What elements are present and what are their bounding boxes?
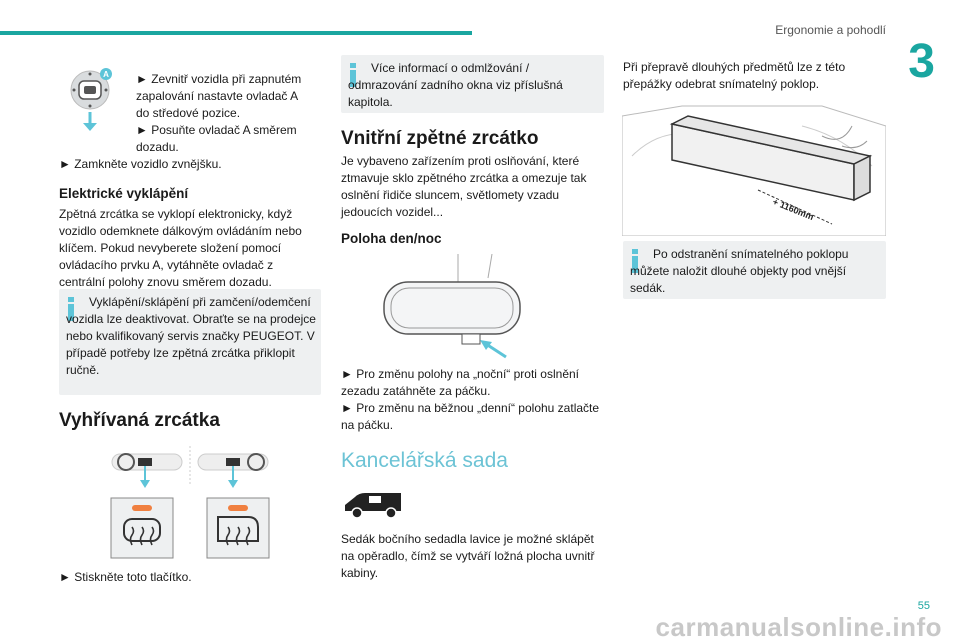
- section-title: Ergonomie a pohodlí: [775, 23, 886, 37]
- info-box-defrost-text: Více informací o odmlžování / odmrazován…: [348, 61, 563, 109]
- heated-rear-window-button-icon: [206, 497, 270, 559]
- instruction-move-back: ► Posuňte ovladač A směrem dozadu.: [136, 123, 297, 154]
- info-box-hatch-text: Po odstranění snímatelného poklopu můžet…: [630, 247, 849, 295]
- info-box-folding: Vyklápění/sklápění při zamčení/odemčení …: [59, 289, 321, 395]
- info-icon: [67, 297, 75, 321]
- instruction-press-button: ► Stiskněte toto tlačítko.: [59, 570, 192, 584]
- info-icon: [349, 63, 357, 87]
- interior-mirror-heading: Vnitřní zpětné zrcátko: [341, 128, 539, 149]
- day-night-heading: Poloha den/noc: [341, 231, 442, 246]
- chapter-number: 3: [908, 35, 935, 88]
- office-kit-text: Sedák bočního sedadla lavice je možné sk…: [341, 532, 595, 580]
- header-accent-bar: [0, 31, 472, 35]
- heated-mirrors-heading: Vyhřívaná zrcátka: [59, 410, 220, 431]
- office-kit-heading: Kancelářská sada: [341, 449, 508, 472]
- info-icon: [631, 249, 639, 273]
- interior-mirror-text: Je vybaveno zařízením proti oslňování, k…: [341, 154, 587, 219]
- control-a-label: A: [103, 70, 109, 79]
- info-box-folding-text: Vyklápění/sklápění při zamčení/odemčení …: [66, 295, 316, 377]
- instruction-center-control: ► Zevnitř vozidla při zapnutém zapalován…: [136, 72, 302, 120]
- heated-mirror-button-icon: [110, 497, 174, 559]
- footer-watermark: carmanualsonline.info: [655, 612, 942, 642]
- info-box-hatch: Po odstranění snímatelného poklopu můžet…: [623, 241, 886, 299]
- info-box-defrost: Více informací o odmlžování / odmrazován…: [341, 55, 604, 113]
- folding-heading: Elektrické vyklápění: [59, 186, 189, 201]
- interior-mirror-diagram: [383, 254, 521, 359]
- mirror-control-icon: A: [70, 68, 112, 131]
- page-number: 55: [917, 600, 930, 612]
- long-load-diagram: + 1160mm: [622, 96, 886, 236]
- folding-text: Zpětná zrcátka se vyklopí elektronicky, …: [59, 207, 302, 289]
- instruction-night-position: ► Pro změnu polohy na „noční“ proti osln…: [341, 367, 580, 398]
- instruction-day-position: ► Pro změnu na běžnou „denní“ polohu zat…: [341, 401, 600, 432]
- heated-mirror-diagram: [111, 446, 269, 488]
- instruction-lock-vehicle: ► Zamkněte vozidlo zvnějšku.: [59, 157, 222, 171]
- van-icon: [345, 493, 401, 519]
- transport-text: Při přepravě dlouhých předmětů lze z tét…: [623, 60, 846, 91]
